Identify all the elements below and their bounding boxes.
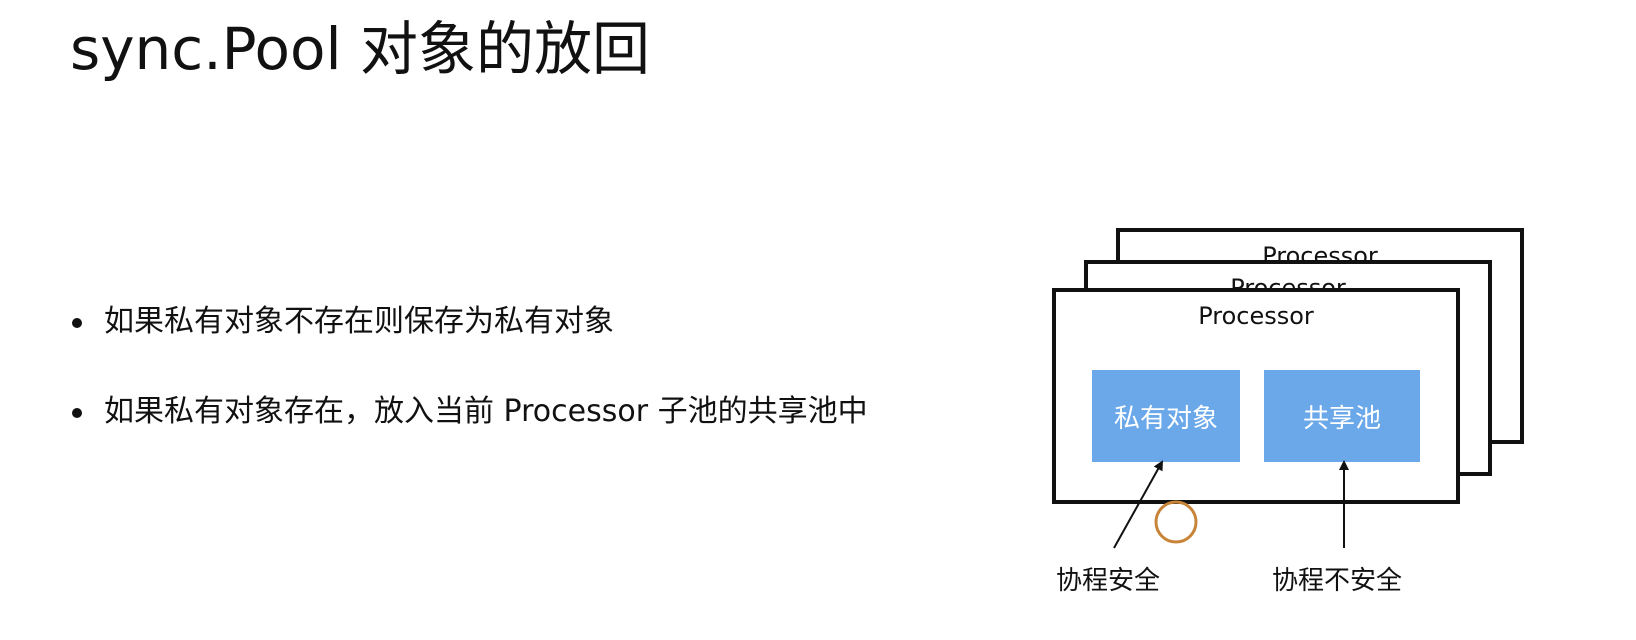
bullet-dot <box>72 318 82 328</box>
bullet-text: 如果私有对象存在，放入当前 Processor 子池的共享池中 <box>104 394 868 429</box>
page-title: sync.Pool 对象的放回 <box>70 15 651 83</box>
processor-card-front: Processor 私有对象 共享池 <box>1052 288 1460 504</box>
bullet-list: 如果私有对象不存在则保存为私有对象 如果私有对象存在，放入当前 Processo… <box>72 300 868 480</box>
private-caption: 协程安全 <box>1056 566 1161 596</box>
bullet-text: 如果私有对象不存在则保存为私有对象 <box>104 304 614 339</box>
highlight-circle <box>1154 500 1198 544</box>
private-arrow <box>1113 460 1163 549</box>
processor-label-front: Processor <box>1198 302 1314 330</box>
bullet-item-private-exists: 如果私有对象存在，放入当前 Processor 子池的共享池中 <box>72 390 868 434</box>
bullet-dot <box>72 408 82 418</box>
bullet-item-private-missing: 如果私有对象不存在则保存为私有对象 <box>72 300 868 344</box>
private-object-block: 私有对象 <box>1092 370 1240 462</box>
shared-caption: 协程不安全 <box>1272 566 1403 596</box>
shared-pool-block: 共享池 <box>1264 370 1420 462</box>
